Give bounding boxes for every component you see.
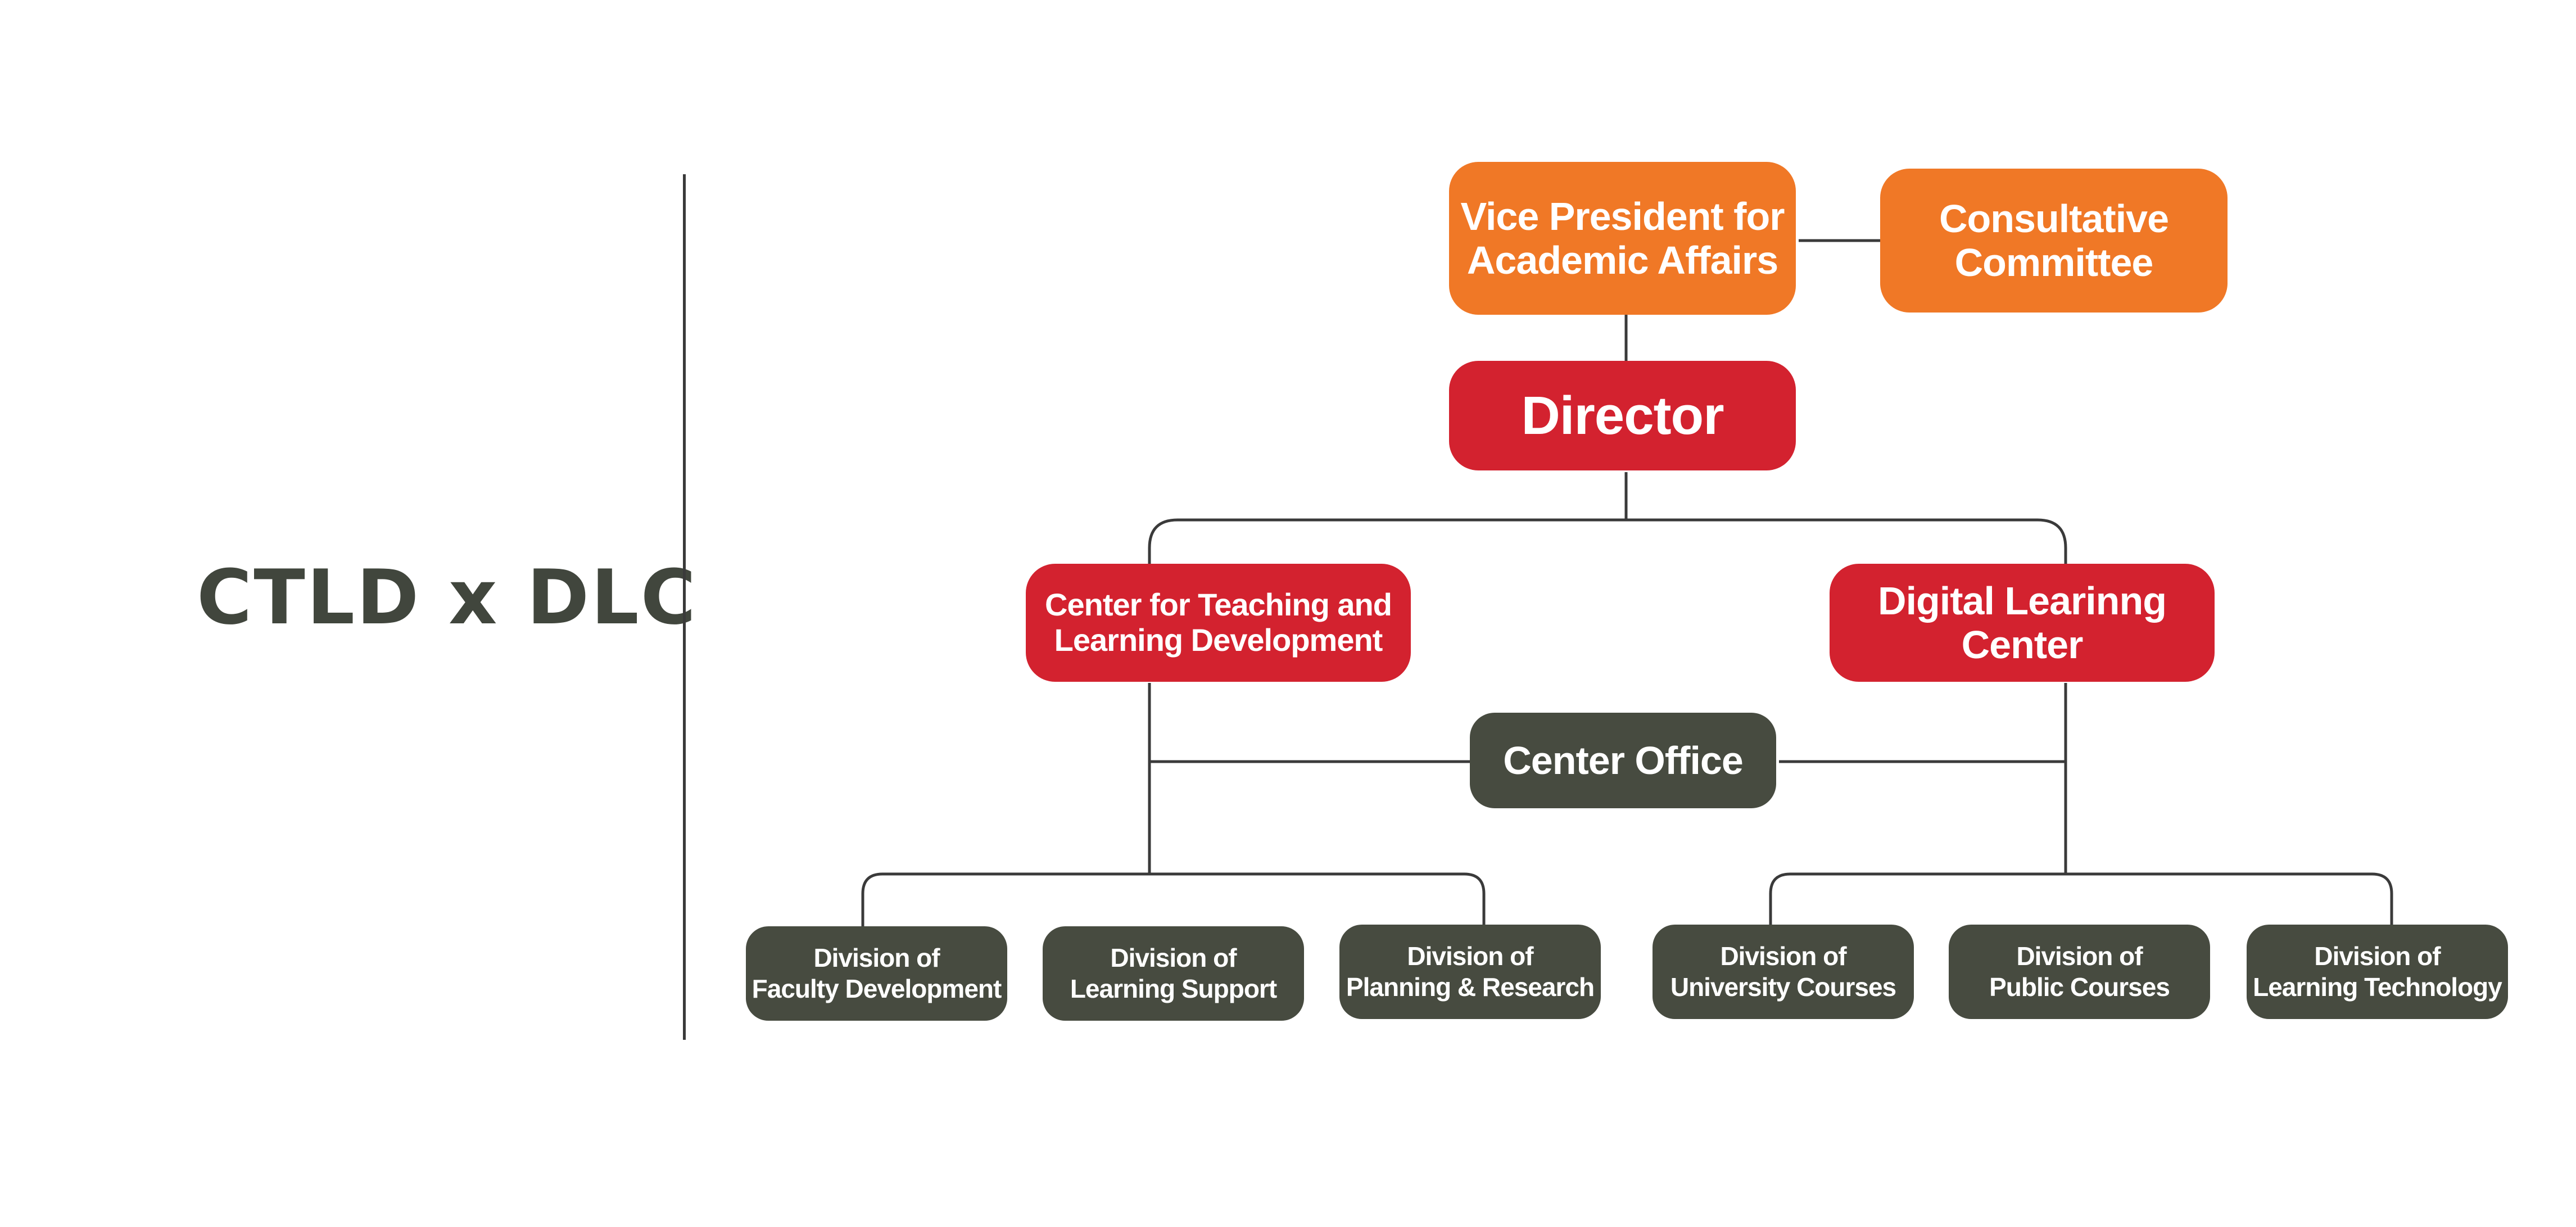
- division-faculty-development-box: Division of Faculty Development: [746, 926, 1007, 1021]
- division-learning-technology-box: Division of Learning Technology: [2247, 925, 2508, 1019]
- connector-ctld-branch: [861, 872, 1486, 926]
- division-learning-support-box: Division of Learning Support: [1043, 926, 1304, 1021]
- director-box: Director: [1449, 361, 1796, 470]
- vp-academic-affairs-box: Vice President for Academic Affairs: [1449, 162, 1796, 315]
- consultative-committee-box: Consultative Committee: [1880, 169, 2228, 313]
- center-office-box: Center Office: [1470, 713, 1776, 808]
- divider-line: [683, 174, 686, 1040]
- connector-dlc-branch: [1769, 872, 2393, 925]
- division-university-courses-box: Division of University Courses: [1653, 925, 1914, 1019]
- dlc-box: Digital Learinng Center: [1830, 564, 2215, 682]
- ctld-box: Center for Teaching and Learning Develop…: [1026, 564, 1411, 682]
- page-title: CTLD x DLC: [197, 554, 698, 641]
- connector-director-branch: [1148, 518, 2067, 565]
- division-public-courses-box: Division of Public Courses: [1949, 925, 2210, 1019]
- division-planning-research-box: Division of Planning & Research: [1339, 925, 1601, 1019]
